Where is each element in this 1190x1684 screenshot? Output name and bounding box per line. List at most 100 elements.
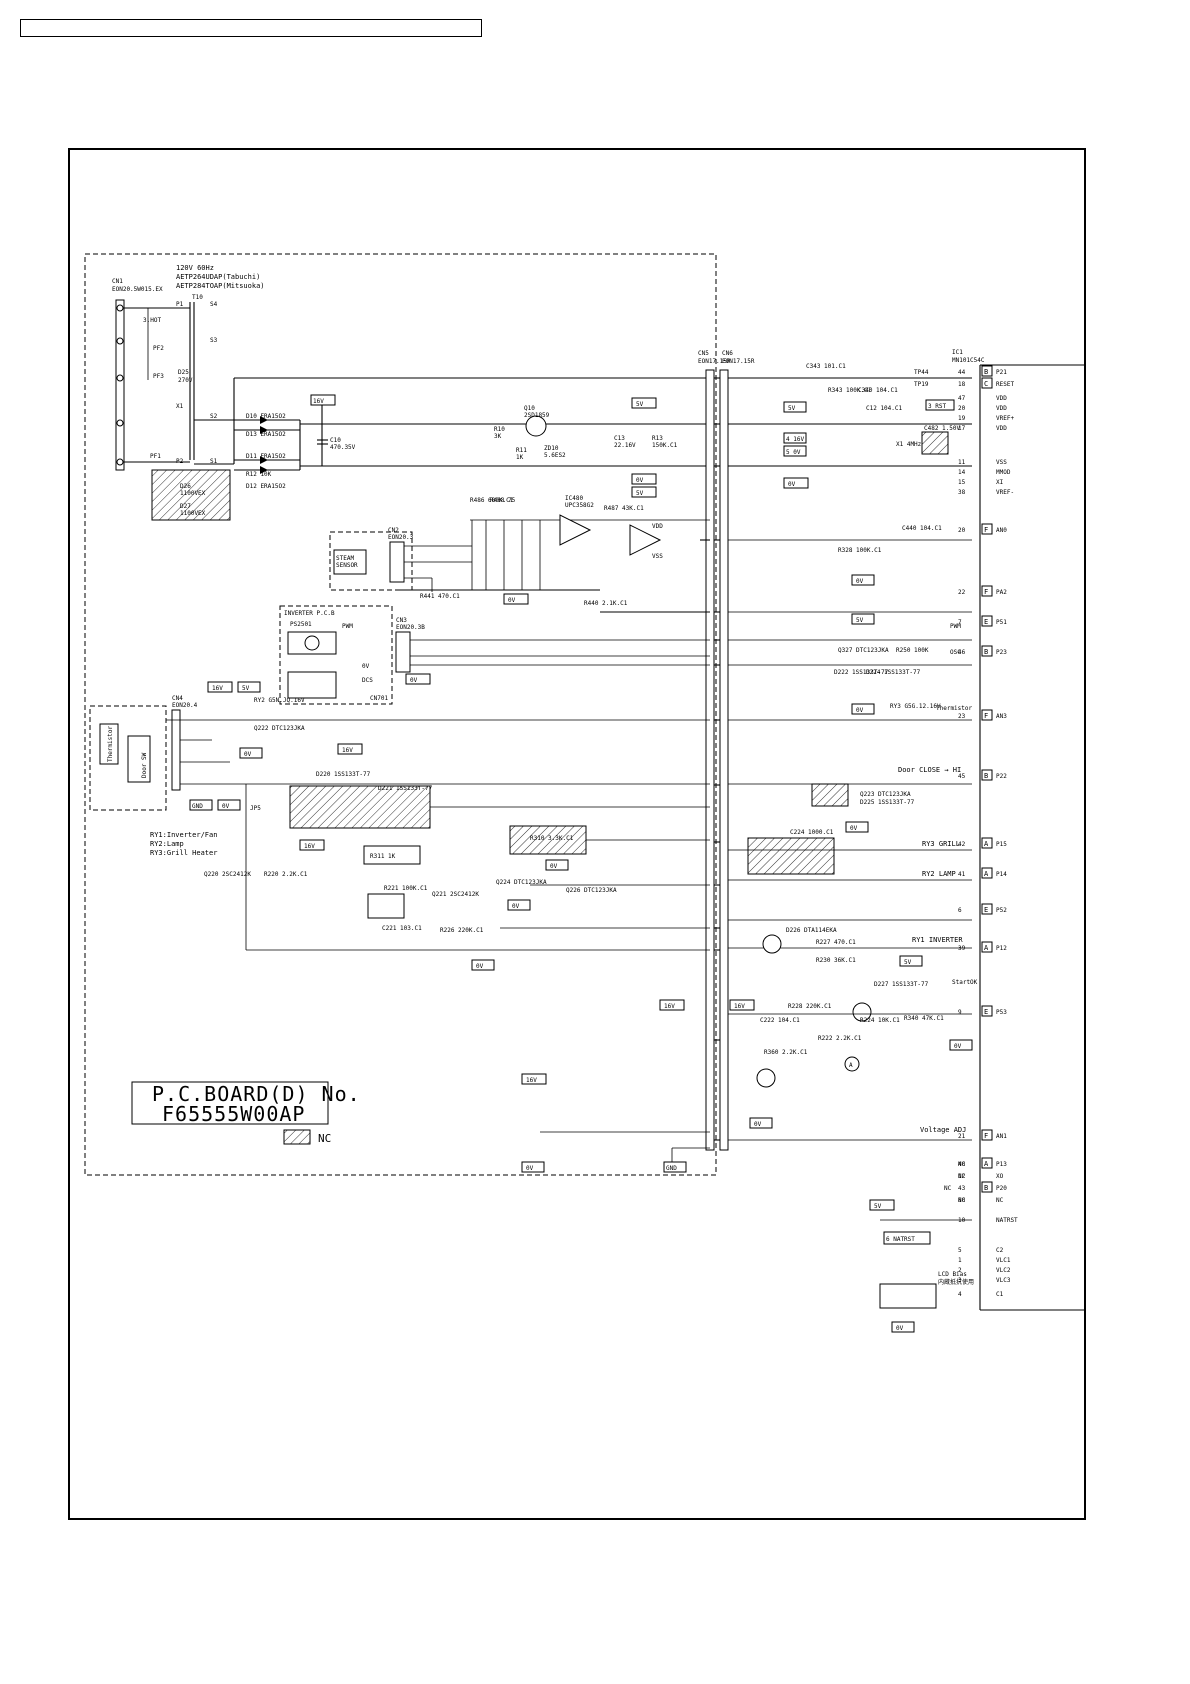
svg-text:0V: 0V [550,863,558,870]
svg-text:D26: D26 [180,483,191,490]
svg-text:CN701: CN701 [370,695,388,702]
svg-text:PWM: PWM [950,623,961,630]
ic1-pin-name: VLC1 [996,1257,1011,1264]
ic1-pin-name: NATRST [996,1217,1018,1224]
svg-text:22.16V: 22.16V [614,442,636,449]
ic1-pin-name: C2 [996,1247,1004,1254]
ic1-port-letter: B [984,772,988,780]
svg-text:3K: 3K [494,433,502,440]
svg-text:R228 220K.C1: R228 220K.C1 [788,1003,832,1010]
svg-text:S4: S4 [210,301,218,308]
ic1-pin-name: AN1 [996,1133,1007,1140]
svg-text:A: A [849,1062,853,1069]
svg-text:R227 470.C1: R227 470.C1 [816,939,856,946]
svg-text:C13: C13 [614,435,625,442]
svg-text:TP44: TP44 [914,369,929,376]
transformer-part1: AETP264UDAP(Tabuchi) [176,273,260,281]
ic1-pin-name: P13 [996,1161,1007,1168]
svg-text:RY3 GRILL: RY3 GRILL [922,840,960,848]
transformer-area: 120V 60Hz AETP264UDAP(Tabuchi) AETP284TO… [112,264,265,521]
ic1-pin-number: 19 [958,415,966,422]
ic1-pin-name: P53 [996,1009,1007,1016]
svg-text:EON20.3: EON20.3 [388,534,414,541]
svg-text:R11: R11 [516,447,527,454]
transformer-spec: 120V 60Hz [176,264,214,272]
svg-text:C440 104.C1: C440 104.C1 [902,525,942,532]
svg-text:R487 43K.C1: R487 43K.C1 [604,505,644,512]
svg-text:D10 ERA15O2: D10 ERA15O2 [246,413,286,420]
nc-legend-text: NC [318,1132,331,1145]
svg-text:0V: 0V [850,825,858,832]
ic1-pin-number: 42 [958,841,966,848]
ic1-pin-number: 15 [958,479,966,486]
ic1-pin-number: 44 [958,369,966,376]
svg-text:NC: NC [958,1161,966,1168]
svg-text:R226 220K.C1: R226 220K.C1 [440,927,484,934]
voltage-adj-area: 16V 0V GND [521,1073,710,1173]
svg-text:D225 1SS133T-77: D225 1SS133T-77 [860,799,915,806]
svg-text:3.HOT: 3.HOT [143,317,161,324]
ic1-pin-name: P20 [996,1185,1007,1192]
svg-text:C12 104.C1: C12 104.C1 [866,405,903,412]
svg-text:470.35V: 470.35V [330,444,356,451]
svg-text:GND: GND [666,1165,677,1172]
steam-sensor-area: STEAM SENSOR CN2 EON20.3 R486 680K.C1 R4… [329,486,710,613]
svg-text:R310 3.3K.C1: R310 3.3K.C1 [530,835,574,842]
ic1-port-box [981,1157,993,1169]
svg-text:R328 100K.C1: R328 100K.C1 [838,547,882,554]
ic1-pin-number: 10 [958,1217,966,1224]
ic1-pin-row: 10 NATRST [958,1217,1018,1224]
svg-text:R221 100K.C1: R221 100K.C1 [384,885,428,892]
svg-text:X1 4MHz: X1 4MHz [896,441,922,448]
ic1-pin-name: VDD [996,425,1007,432]
ic1-port-box [981,1129,993,1141]
svg-text:RY3:Grill Heater: RY3:Grill Heater [150,849,217,857]
svg-text:D224 1SS133T-77: D224 1SS133T-77 [866,669,921,676]
svg-text:GND: GND [192,803,203,810]
svg-text:D11 ERA15O2: D11 ERA15O2 [246,453,286,460]
svg-text:R10: R10 [494,426,505,433]
svg-text:Thermistor: Thermistor [936,705,973,712]
svg-text:3 RST: 3 RST [928,403,946,410]
svg-text:0V: 0V [896,1325,904,1332]
ic1-port-letter: F [984,1132,988,1140]
ic1-port-box [981,645,993,657]
ic1-pin-number: 41 [958,871,966,878]
ic1-pin-number: 12 [958,1173,966,1180]
svg-text:P1: P1 [176,301,184,308]
svg-text:PF2: PF2 [153,345,164,352]
svg-text:EON20.3B: EON20.3B [396,624,425,631]
svg-text:Q220 2SC2412K: Q220 2SC2412K [204,871,251,878]
svg-text:RY2 G5N.JQ.16V: RY2 G5N.JQ.16V [254,697,305,704]
ic1-pin-number: 7 [958,619,962,626]
ic1-pin-number: 43 [958,1185,966,1192]
ic1-pin-number: 46 [958,649,966,656]
ic1-port-box [981,837,993,849]
svg-text:0V: 0V [636,477,644,484]
board-label-line2: F65555W00AP [162,1102,305,1126]
right-logic-area: C440 104.C1 R328 100K.C1 0V 5V PWM OSC Q… [659,525,978,1333]
svg-text:PF1: PF1 [150,453,161,460]
svg-text:16V: 16V [212,685,223,692]
ic1-pin-number: 1 [958,1257,962,1264]
ic1-port-box [981,903,993,915]
ic1-pin-number: 6 [958,907,962,914]
svg-text:Q327 DTC123JKA: Q327 DTC123JKA [838,647,889,654]
ic1-port-box [981,769,993,781]
svg-text:0V: 0V [954,1043,962,1050]
svg-text:CN6: CN6 [722,350,733,357]
svg-text:0V: 0V [856,707,864,714]
svg-text:R13: R13 [652,435,663,442]
ic1-pin-name: MMOD [996,469,1011,476]
svg-text:D227 1SS133T-77: D227 1SS133T-77 [874,981,929,988]
svg-text:R486 680K.C1: R486 680K.C1 [470,497,514,504]
svg-text:SENSOR: SENSOR [336,562,358,569]
